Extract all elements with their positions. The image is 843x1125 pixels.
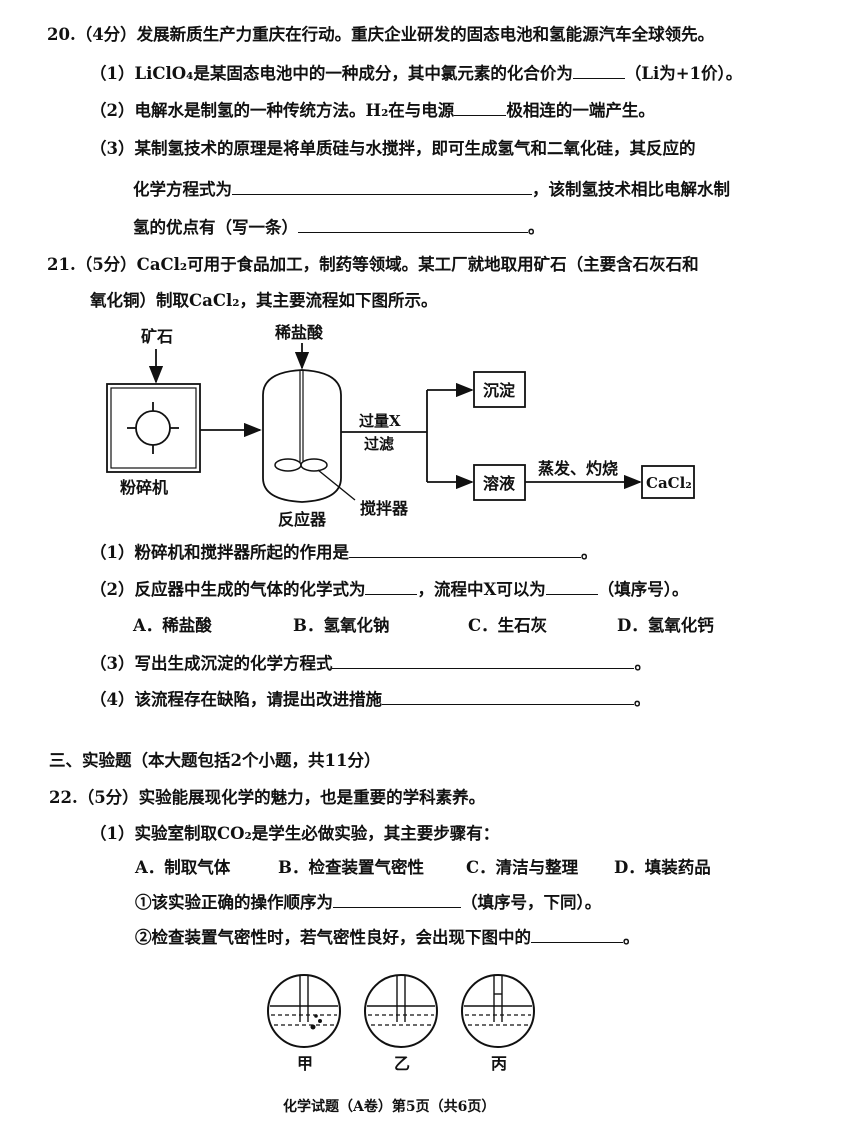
q21-part4-tail: 。 [633,690,651,709]
q20-part3: （3）某制氢技术的原理是将单质硅与水搅拌，即可生成氢气和二氧化硅，其反应的 [90,139,696,158]
q21-x-blank[interactable] [545,578,598,595]
q21-part2: （2）反应器中生成的气体的化学式为 ，流程中X可以为 （填序号）。 [90,578,689,601]
q21-part3-tail: 。 [634,654,651,673]
q20-part2: （2）电解水是制氢的一种传统方法。H₂在与电源 极相连的一端产生。 [90,99,655,122]
q22-sub1-text: ①该实验正确的操作顺序为 [135,893,333,912]
q22-sub1: ①该实验正确的操作顺序为 （填序号，下同）。 [135,891,601,914]
solution-label: 溶液 [483,474,516,493]
q21-part1: （1）粉碎机和搅拌器所起的作用是 。 [90,541,597,564]
q22-order-blank[interactable] [333,891,461,908]
q21-part3-blank[interactable] [332,652,635,669]
q22-step-b[interactable]: B．检查装置气密性 [278,858,424,877]
q20-part1-tail: （Li为+1价）。 [624,64,743,83]
filter-label: 过滤 [364,435,394,453]
stirrer-blade-icon [274,458,302,472]
reactor-label: 反应器 [278,510,327,529]
q20-part3-adv-tail: 。 [528,218,545,237]
q22-stem: 22.（5分）实验能展现化学的魅力，也是重要的学科素养。 [49,788,486,807]
q20-part1: （1）LiClO₄是某固态电池中的一种成分，其中氯元素的化合价为 （Li为+1价）… [90,62,742,85]
q20-stem: 20.（4分）发展新质生产力重庆在行动。重庆企业研发的固态电池和氢能源汽车全球领… [47,25,715,44]
figure-label-yi: 乙 [394,1054,410,1073]
q21-part1-text: （1）粉碎机和搅拌器所起的作用是 [90,543,349,562]
q21-gas-blank[interactable] [365,578,418,595]
excess-x-label: 过量X [359,412,401,430]
apparatus-figure-jia [267,974,341,1048]
q20-part3-eq-tail: ，该制氢技术相比电解水制 [532,180,730,199]
q22-figure-blank[interactable] [531,926,623,943]
q20-part3-adv-label: 氢的优点有（写一条） [133,218,298,237]
q21-option-d[interactable]: D．氢氧化钙 [617,616,714,635]
q21-part1-tail: 。 [580,543,598,562]
q22-step-c[interactable]: C．清洁与整理 [466,858,579,877]
acid-label: 稀盐酸 [275,323,324,342]
q21-part2-text: （2）反应器中生成的气体的化学式为 [90,580,366,599]
product-box [641,465,695,499]
q22-sub1-tail: （填序号，下同）。 [461,893,602,912]
apparatus-figure-bing [461,974,535,1048]
stirrer-label: 搅拌器 [360,499,409,518]
precipitate-label: 沉淀 [483,381,516,400]
crusher-label: 粉碎机 [120,478,168,497]
q20-part3-advantage: 氢的优点有（写一条） 。 [133,216,545,239]
q21-part4-text: （4）该流程存在缺陷，请提出改进措施 [90,690,382,709]
q21-option-a[interactable]: A．稀盐酸 [133,616,212,635]
figure-label-bing: 丙 [491,1054,507,1073]
q21-part3-text: （3）写出生成沉淀的化学方程式 [90,654,333,673]
q20-equation-blank[interactable] [232,178,532,195]
apparatus-figure-yi [364,974,438,1048]
section-3-heading: 三、实验题（本大题包括2个小题，共11分） [49,751,381,770]
q21-part3: （3）写出生成沉淀的化学方程式 。 [90,652,651,675]
q21-part4: （4）该流程存在缺陷，请提出改进措施 。 [90,688,650,711]
q20-part2-blank[interactable] [454,99,507,116]
q22-sub2: ②检查装置气密性时，若气密性良好，会出现下图中的 。 [135,926,640,949]
q21-option-b[interactable]: B．氢氧化钠 [293,616,390,635]
evaporate-label: 蒸发、灼烧 [538,459,618,478]
q21-stem-line2: 氧化铜）制取CaCl₂，其主要流程如下图所示。 [90,291,438,310]
q22-step-d[interactable]: D．填装药品 [614,858,711,877]
q20-part3-eq-label: 化学方程式为 [133,180,232,199]
q21-stem-line1: 21.（5分）CaCl₂可用于食品加工，制药等领域。某工厂就地取用矿石（主要含石… [47,255,699,274]
q22-part1: （1）实验室制取CO₂是学生必做实验，其主要步骤有： [90,824,500,843]
ore-label: 矿石 [141,327,173,346]
page-footer: 化学试题（A卷）第5页（共6页） [283,1099,496,1115]
q22-sub2-text: ②检查装置气密性时，若气密性良好，会出现下图中的 [135,928,531,947]
q21-part2-tail: （填序号）。 [597,580,689,599]
q20-part3-equation: 化学方程式为 ，该制氢技术相比电解水制 [133,178,730,201]
figure-label-jia: 甲 [297,1054,313,1073]
reactor-vessel [262,369,342,503]
q20-part2-text: （2）电解水是制氢的一种传统方法。H₂在与电源 [90,101,455,120]
q20-part1-text: （1）LiClO₄是某固态电池中的一种成分，其中氯元素的化合价为 [90,64,573,83]
q20-advantage-blank[interactable] [298,216,528,233]
product-label: CaCl₂ [646,474,692,492]
q20-part2-tail: 极相连的一端产生。 [506,101,655,120]
q21-part4-blank[interactable] [381,688,634,705]
q22-sub2-tail: 。 [623,928,640,947]
q21-option-c[interactable]: C．生石灰 [468,616,548,635]
crusher-box [106,383,201,473]
q21-part1-blank[interactable] [348,541,581,558]
crusher-rotor-icon [135,410,171,446]
q20-part1-blank[interactable] [572,62,625,79]
q21-part2-mid: ，流程中X可以为 [417,580,546,599]
q22-step-a[interactable]: A．制取气体 [135,858,231,877]
precipitate-box [473,371,526,408]
